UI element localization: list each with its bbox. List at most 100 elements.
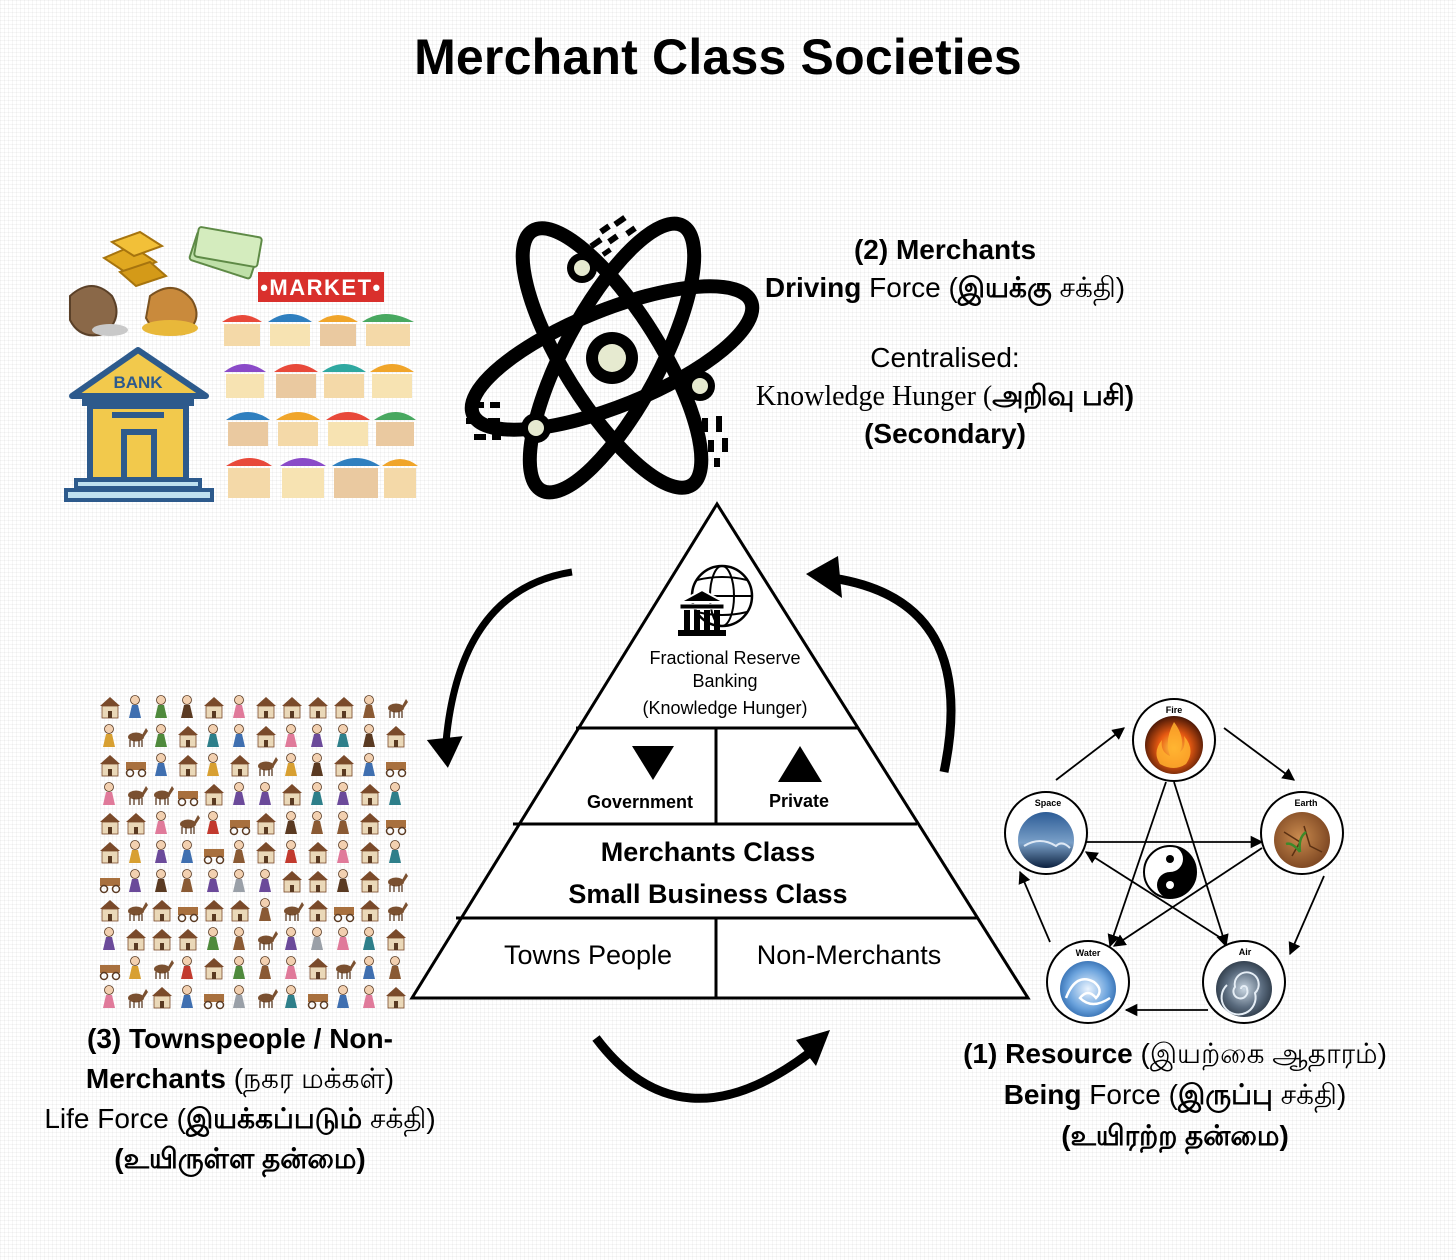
five-elements-diagram: Fire Earth Space Water Ai xyxy=(1004,698,1344,1024)
house-icon xyxy=(178,755,198,777)
townsperson-icon xyxy=(155,840,167,863)
townsperson-icon xyxy=(155,869,167,892)
space-element: Space xyxy=(1004,791,1088,875)
pyramid: Fractional Reserve Banking (Knowledge Hu… xyxy=(409,501,1031,1000)
house-icon xyxy=(308,900,328,922)
townsperson-icon xyxy=(363,695,375,718)
townsperson-icon xyxy=(129,695,141,718)
life-label: Life xyxy=(44,1103,90,1134)
house-icon xyxy=(152,900,172,922)
townsperson-icon xyxy=(337,985,349,1008)
government-label: Government xyxy=(587,792,693,812)
house-icon xyxy=(126,929,146,951)
townsperson-icon xyxy=(233,840,245,863)
townsperson-icon xyxy=(285,724,297,747)
townsperson-icon xyxy=(311,753,323,776)
house-icon xyxy=(204,697,224,719)
house-icon xyxy=(204,784,224,806)
horse-icon xyxy=(154,786,174,805)
townsperson-icon xyxy=(181,956,193,979)
house-icon xyxy=(386,987,406,1009)
house-icon xyxy=(308,842,328,864)
arrowhead-left xyxy=(426,736,463,768)
townsperson-icon xyxy=(285,927,297,950)
townsperson-icon xyxy=(285,811,297,834)
driving-force-tamil: இயக்கு xyxy=(957,272,1052,303)
arrow-right xyxy=(831,573,956,773)
townsperson-icon xyxy=(285,753,297,776)
house-icon xyxy=(100,697,120,719)
merchants-class-label: Merchants Class xyxy=(601,837,816,867)
life-force-tamil: இயக்கப்படும் xyxy=(185,1103,363,1134)
townspeople-image xyxy=(99,695,408,1010)
house-icon xyxy=(308,871,328,893)
townspeople-heading: (3) Townspeople / Non- xyxy=(87,1023,393,1054)
horse-icon xyxy=(258,931,278,950)
horse-icon xyxy=(284,902,304,921)
cart-icon xyxy=(385,762,407,778)
townsperson-icon xyxy=(311,811,323,834)
up-triangle-icon xyxy=(778,746,822,782)
fire-label: Fire xyxy=(1166,705,1183,715)
townsperson-icon xyxy=(181,985,193,1008)
horse-icon xyxy=(258,757,278,776)
townsperson-icon xyxy=(129,840,141,863)
cart-icon xyxy=(177,791,199,807)
page-title: Merchant Class Societies xyxy=(414,29,1022,85)
cart-icon xyxy=(203,994,225,1010)
townsperson-icon xyxy=(207,869,219,892)
horse-icon xyxy=(258,989,278,1008)
arrow-bottom xyxy=(592,1035,811,1103)
house-icon xyxy=(360,900,380,922)
knowledge-hunger-text: Knowledge Hunger ( xyxy=(755,381,993,412)
horse-icon xyxy=(128,728,148,747)
life-force-text: Force ( xyxy=(89,1103,186,1134)
townsperson-icon xyxy=(363,985,375,1008)
fire-element: Fire xyxy=(1132,698,1216,782)
house-icon xyxy=(178,726,198,748)
house-icon xyxy=(152,987,172,1009)
house-icon xyxy=(100,813,120,835)
house-icon xyxy=(386,726,406,748)
townsperson-icon xyxy=(129,956,141,979)
townsperson-icon xyxy=(259,782,271,805)
townsperson-icon xyxy=(233,927,245,950)
horse-icon xyxy=(388,902,408,921)
house-icon xyxy=(204,900,224,922)
townsperson-icon xyxy=(337,869,349,892)
life-force-tail: சக்தி) xyxy=(362,1103,436,1134)
being-force-tamil: இருப்பு xyxy=(1177,1079,1273,1110)
house-icon xyxy=(126,813,146,835)
knowledge-hunger-tamil: அறிவு பசி) xyxy=(992,380,1135,411)
air-element: Air xyxy=(1202,940,1286,1024)
house-icon xyxy=(256,726,276,748)
cart-icon xyxy=(99,878,121,894)
townsperson-icon xyxy=(337,782,349,805)
townsperson-icon xyxy=(233,985,245,1008)
house-icon xyxy=(256,697,276,719)
townsperson-icon xyxy=(363,956,375,979)
resource-nature: (உயிரற்ற தன்மை) xyxy=(1061,1120,1289,1151)
townsperson-icon xyxy=(233,724,245,747)
horse-icon xyxy=(128,786,148,805)
townsperson-icon xyxy=(259,956,271,979)
non-merchants-label: Non-Merchants xyxy=(757,940,942,970)
townsperson-icon xyxy=(155,695,167,718)
townsperson-icon xyxy=(181,840,193,863)
cart-icon xyxy=(203,849,225,865)
townsperson-icon xyxy=(103,782,115,805)
yin-yang-icon xyxy=(1143,845,1197,899)
market-sign xyxy=(258,272,384,302)
townsperson-icon xyxy=(285,840,297,863)
townsperson-icon xyxy=(233,695,245,718)
horse-icon xyxy=(154,960,174,979)
down-triangle-icon xyxy=(632,746,674,780)
horse-icon xyxy=(180,815,200,834)
townspeople-heading2: Merchants xyxy=(85,1063,226,1094)
knowledge-hunger-label: (Knowledge Hunger) xyxy=(642,698,807,718)
townsperson-icon xyxy=(155,811,167,834)
driving-force-line: Driving Force (இயக்கு சக்தி) xyxy=(740,274,1150,312)
market-bank-image: BANK •MARKET• xyxy=(64,226,418,502)
house-icon xyxy=(282,697,302,719)
house-icon xyxy=(360,784,380,806)
